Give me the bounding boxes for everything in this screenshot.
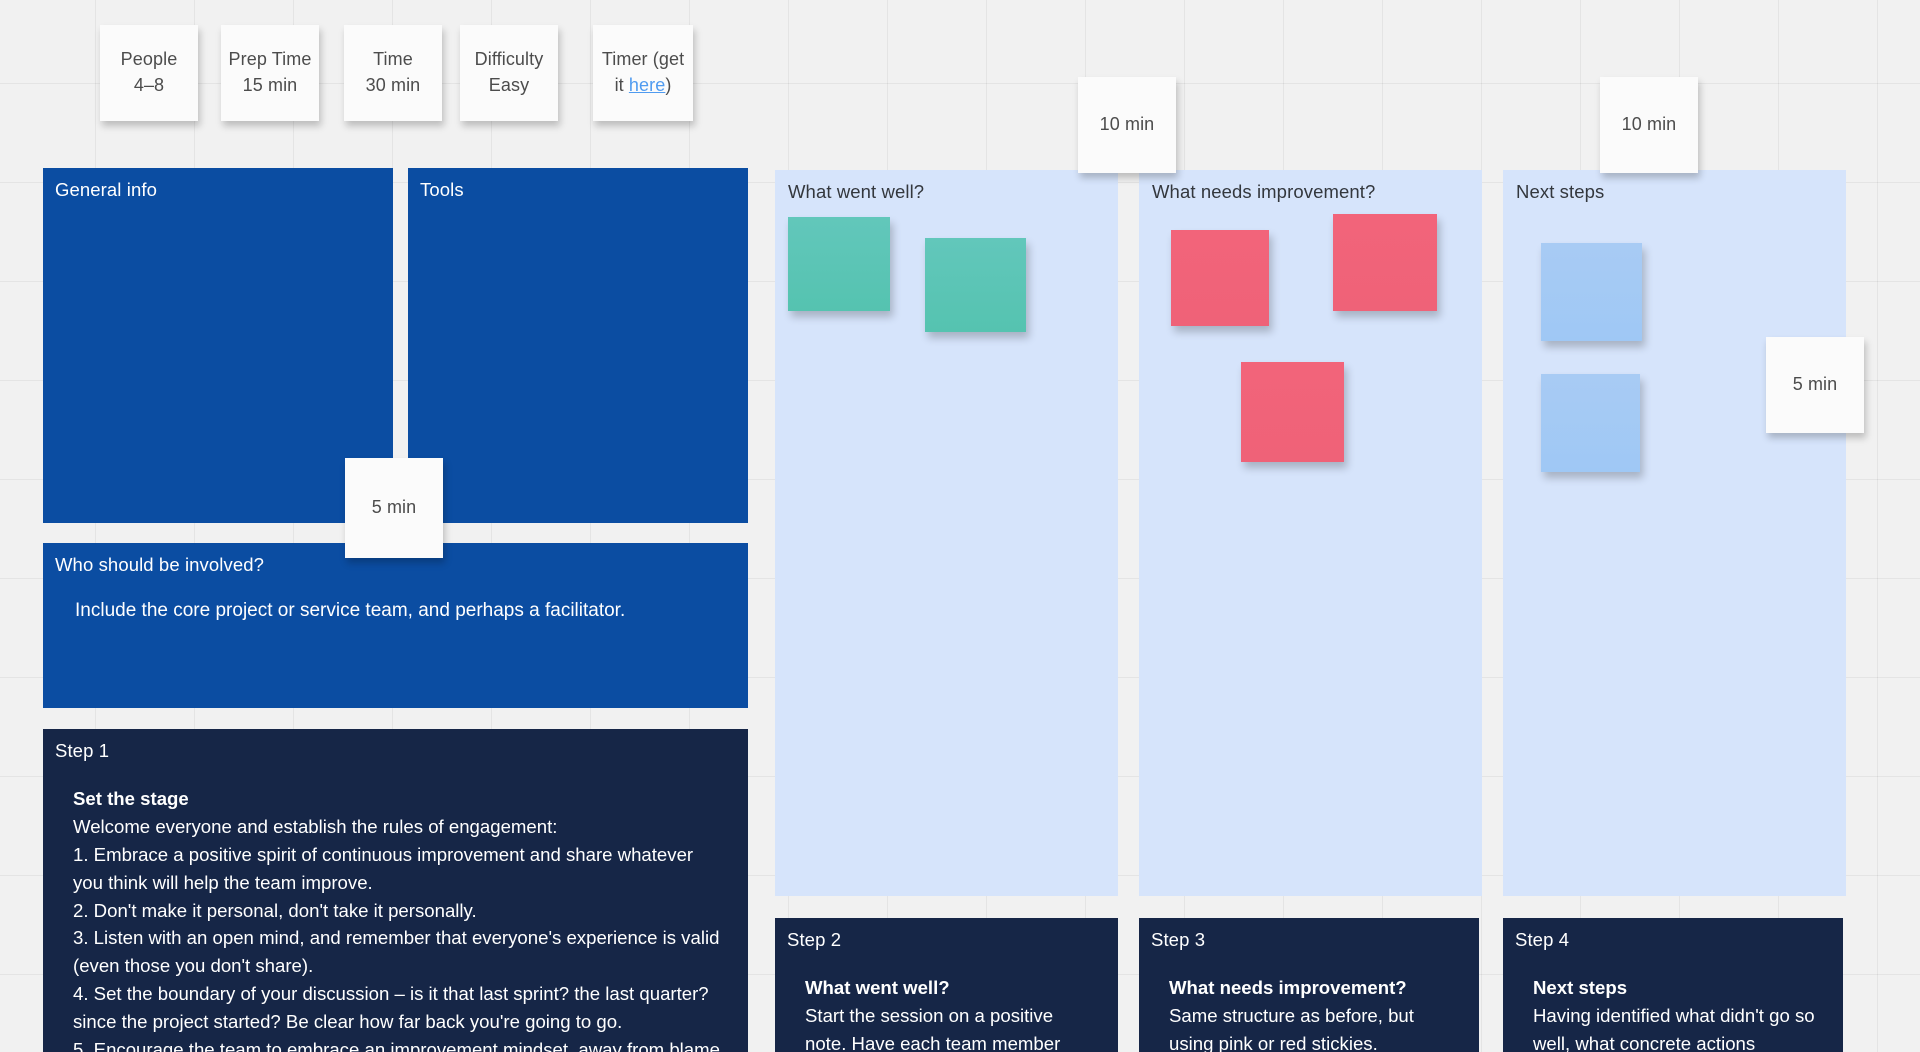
column-next-steps[interactable]: Next steps [1503,170,1846,896]
meta-sticky-time[interactable]: Time 30 min [344,25,442,121]
sticky-note[interactable] [1241,362,1344,462]
panel-tools-title: Tools [420,179,464,200]
column-what-went-well[interactable]: What went well? [775,170,1118,896]
card-step-3-body: What needs improvement? Same structure a… [1169,974,1457,1052]
time-sticky-next-steps-top-value: 10 min [1621,114,1677,135]
card-step-3-title: Step 3 [1151,929,1206,950]
card-step-1-body: Set the stage Welcome everyone and estab… [73,785,726,1052]
time-sticky-what-went-well-value: 10 min [1099,114,1155,135]
panel-who-should-be-involved[interactable]: Who should be involved? Include the core… [43,543,748,708]
card-step-4-body: Next steps Having identified what didn't… [1533,974,1821,1052]
card-step-4-text: Having identified what didn't go so well… [1533,1004,1815,1052]
card-step-2-title: Step 2 [787,929,842,950]
panel-who-should-be-involved-body: Include the core project or service team… [75,600,626,621]
card-step-1-heading: Set the stage [73,788,189,809]
card-step-3-heading: What needs improvement? [1169,977,1407,998]
card-step-4[interactable]: 4 Step 4 Next steps Having identified wh… [1503,918,1843,1052]
time-sticky-what-went-well[interactable]: 10 min [1078,77,1176,173]
card-step-1-line-1: 1. Embrace a positive spirit of continuo… [73,843,694,893]
card-step-2-heading: What went well? [805,977,950,998]
timer-link-line: it here) [602,73,684,99]
meta-sticky-time-value: 30 min [365,75,421,95]
meta-sticky-prep-time-label: Prep Time [228,49,312,70]
card-step-1[interactable]: 1 Step 1 Set the stage Welcome everyone … [43,729,748,1052]
card-step-2-text: Start the session on a positive note. Ha… [805,1004,1061,1052]
meta-sticky-difficulty-label: Difficulty [474,49,544,70]
time-sticky-general-info-value: 5 min [371,497,417,518]
meta-sticky-difficulty-value: Easy [488,75,530,95]
card-step-1-line-0: Welcome everyone and establish the rules… [73,815,558,837]
column-what-went-well-title: What went well? [788,181,925,202]
timer-label: Timer (get [601,49,685,70]
sticky-note[interactable] [1333,214,1437,311]
sticky-note[interactable] [788,217,890,311]
meta-sticky-people-text: People 4–8 [115,47,184,98]
card-step-2-body: What went well? Start the session on a p… [805,974,1096,1052]
column-next-steps-title: Next steps [1516,181,1605,202]
card-step-3-text: Same structure as before, but using pink… [1169,1004,1414,1052]
time-sticky-general-info[interactable]: 5 min [345,458,443,558]
timer-here-link[interactable]: here [628,75,666,95]
meta-sticky-difficulty[interactable]: Difficulty Easy [460,25,558,121]
meta-sticky-timer[interactable]: Timer (get it here) [593,25,693,121]
meta-sticky-people-value: 4–8 [133,75,165,95]
meta-sticky-prep-time-value: 15 min [242,75,298,95]
sticky-note[interactable] [1541,243,1642,341]
card-step-4-heading: Next steps [1533,977,1628,998]
time-sticky-next-steps-value: 5 min [1792,374,1838,395]
card-step-1-line-2: 2. Don't make it personal, don't take it… [73,899,477,921]
meta-sticky-people[interactable]: People 4–8 [100,25,198,121]
card-step-1-line-3: 3. Listen with an open mind, and remembe… [73,927,720,977]
sticky-note[interactable] [1541,374,1640,472]
time-sticky-next-steps[interactable]: 5 min [1766,337,1864,433]
sticky-note[interactable] [1171,230,1269,326]
panel-general-info-title: General info [55,179,157,200]
panel-tools[interactable]: Tools [408,168,748,523]
meta-sticky-prep-time[interactable]: Prep Time 15 min [221,25,319,121]
card-step-2[interactable]: 2 Step 2 What went well? Start the sessi… [775,918,1118,1052]
card-step-1-line-4: 4. Set the boundary of your discussion –… [73,983,709,1033]
meta-sticky-time-text: Time 30 min [360,47,427,98]
panel-general-info[interactable]: General info [43,168,393,523]
column-what-needs-improvement-title: What needs improvement? [1152,181,1376,202]
timer-suffix: ) [665,75,672,95]
card-step-1-title: Step 1 [55,740,110,761]
card-step-3[interactable]: 3 Step 3 What needs improvement? Same st… [1139,918,1479,1052]
time-sticky-next-steps-top[interactable]: 10 min [1600,77,1698,173]
column-what-needs-improvement[interactable]: What needs improvement? [1139,170,1482,896]
meta-sticky-prep-time-text: Prep Time 15 min [223,47,318,98]
timer-prefix: it [614,75,629,95]
meta-sticky-people-label: People [120,49,178,70]
card-step-1-line-5: 5. Encourage the team to embrace an impr… [73,1039,726,1052]
meta-sticky-timer-text: Timer (get it here) [596,47,690,98]
card-step-4-title: Step 4 [1515,929,1570,950]
panel-who-should-be-involved-title: Who should be involved? [55,554,265,575]
meta-sticky-time-label: Time [373,49,413,70]
sticky-note[interactable] [925,238,1026,332]
meta-sticky-difficulty-text: Difficulty Easy [469,47,550,98]
